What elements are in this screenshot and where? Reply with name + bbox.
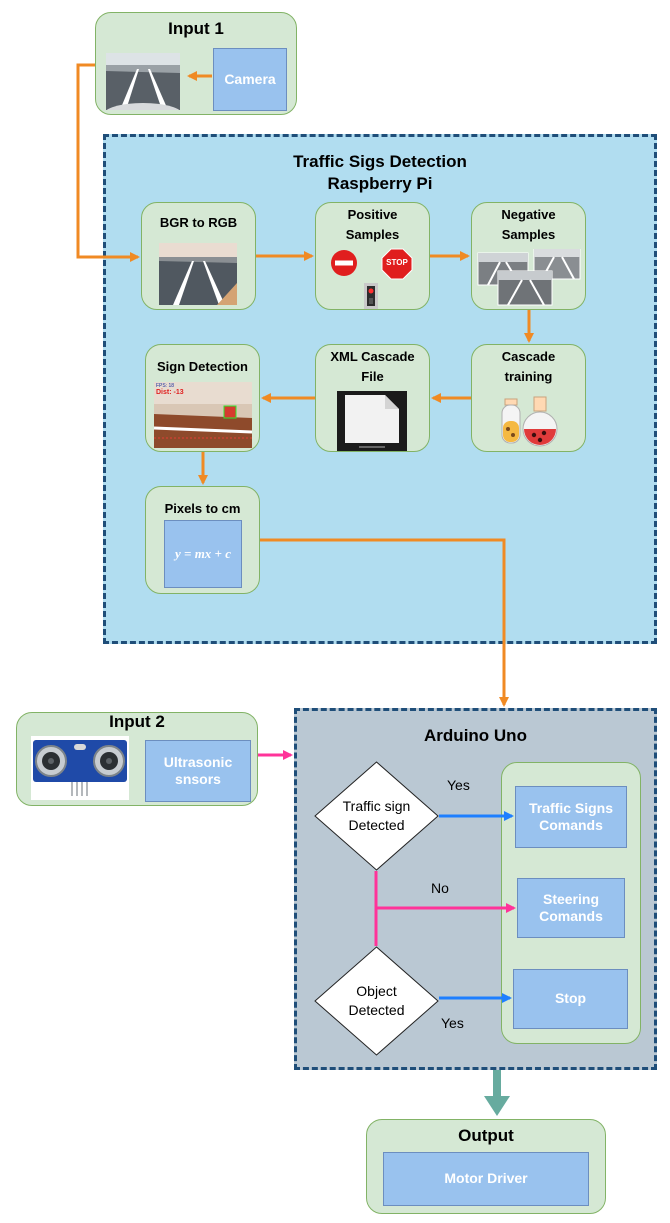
cmd2-line1: Steering [542, 890, 599, 907]
input1-box: Input 1 Camera [95, 12, 297, 115]
cascade-title-line1: Cascade [501, 349, 556, 364]
cmd2-line2: Comands [539, 908, 603, 924]
xml-title: XML Cascade File [316, 347, 429, 387]
stop-sign-icon: STOP [381, 248, 413, 280]
lab-flasks-icon [498, 395, 564, 447]
output-box: Output Motor Driver [366, 1119, 606, 1214]
positive-samples-node: Positive Samples STOP [315, 202, 430, 310]
input2-box: Input 2 Ultrasonic snsors [16, 712, 258, 806]
cmd1-line2: Comands [539, 817, 603, 833]
file-icon [337, 391, 407, 451]
xml-cascade-file-node: XML Cascade File [315, 344, 430, 452]
decision1-text: Traffic sign Detected [314, 797, 439, 835]
raspberry-title-line2: Raspberry Pi [327, 174, 433, 194]
sign-detection-title: Sign Detection [156, 359, 248, 374]
camera-box: Camera [213, 48, 287, 111]
road-camera-image [106, 53, 180, 110]
pixels-title: Pixels to cm [164, 501, 241, 516]
negative-title-line1: Negative [501, 207, 556, 222]
traffic-signs-commands-box: Traffic Signs Comands [515, 786, 627, 848]
xml-title-line2: File [361, 369, 384, 385]
stop-sign-text: STOP [386, 258, 408, 267]
ultrasonic-sensor-image [31, 736, 129, 800]
xml-title-line1: XML Cascade [330, 349, 415, 364]
object-detected-decision: Object Detected [314, 946, 439, 1056]
stop-box: Stop [513, 969, 628, 1029]
road-rgb-image [159, 243, 237, 305]
cascade-title: Cascade training [472, 347, 585, 387]
sign-overlay-dist: Dist: -13 [156, 389, 184, 396]
negative-title-line2: Samples [501, 227, 556, 243]
positive-title-line1: Positive [347, 207, 398, 222]
decision2-line2: Detected [348, 1001, 405, 1018]
negative-title: Negative Samples [472, 205, 585, 245]
sign-overlay-fps: FPS: 18 [156, 383, 175, 389]
motor-driver-box: Motor Driver [383, 1152, 589, 1206]
cmd1-line1: Traffic Signs [528, 799, 614, 816]
bgr-title: BGR to RGB [159, 215, 238, 230]
bgr-to-rgb-node: BGR to RGB [141, 202, 256, 310]
formula-box: y = mx + c [164, 520, 242, 588]
raspberry-title: Traffic Sigs Detection Raspberry Pi [106, 151, 654, 195]
raspberry-title-line1: Traffic Sigs Detection [293, 152, 467, 171]
sensor-line1: Ultrasonic [163, 753, 233, 770]
input2-title: Input 2 [109, 712, 165, 731]
steering-commands-box: Steering Comands [517, 878, 625, 938]
yes-label-object: Yes [441, 1015, 464, 1031]
arduino-title: Arduino Uno [424, 726, 527, 745]
output-title: Output [458, 1126, 514, 1145]
traffic-light-photo-icon [364, 283, 378, 309]
cascade-training-node: Cascade training [471, 344, 586, 452]
positive-title-line2: Samples [345, 227, 400, 243]
no-label: No [431, 880, 449, 896]
negative-road-images [476, 249, 584, 307]
sensor-line2: snsors [175, 771, 221, 787]
no-entry-sign-icon [330, 249, 358, 277]
sign-detection-node: Sign Detection FPS: 18 Dist: -13 [145, 344, 260, 452]
negative-samples-node: Negative Samples [471, 202, 586, 310]
ultrasonic-sensors-box: Ultrasonic snsors [145, 740, 251, 802]
decision1-line1: Traffic sign [342, 798, 411, 814]
decision2-line1: Object [356, 983, 397, 999]
input1-title: Input 1 [168, 19, 224, 38]
pixels-to-cm-node: Pixels to cm y = mx + c [145, 486, 260, 594]
traffic-sign-detected-decision: Traffic sign Detected [314, 761, 439, 871]
positive-title: Positive Samples [316, 205, 429, 245]
yes-label-traffic: Yes [447, 777, 470, 793]
decision1-line2: Detected [348, 816, 405, 833]
cascade-title-line2: training [504, 369, 553, 385]
decision2-text: Object Detected [314, 982, 439, 1020]
sign-detection-image: FPS: 18 Dist: -13 [154, 382, 252, 448]
